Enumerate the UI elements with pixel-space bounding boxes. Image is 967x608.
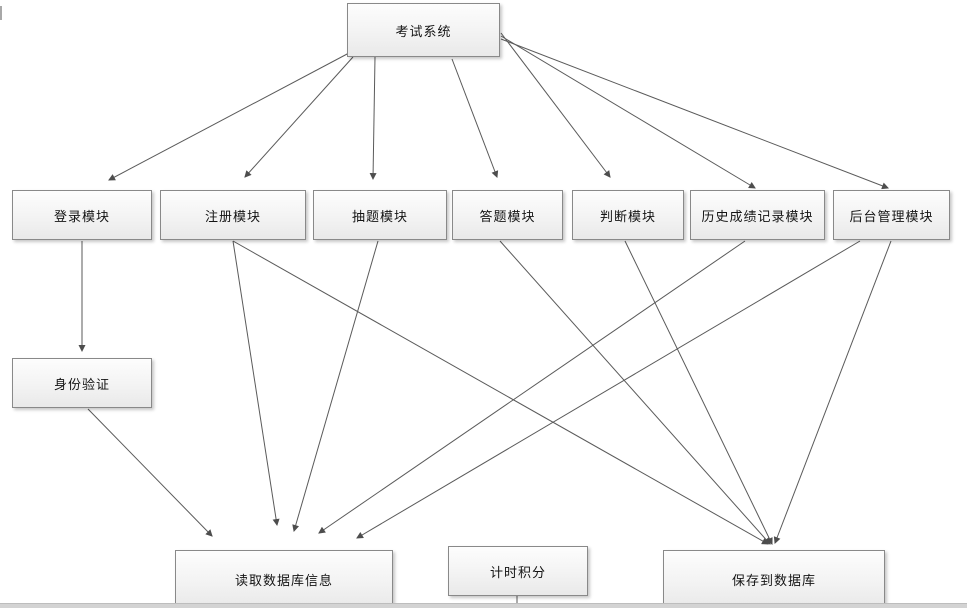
window-left-edge-mark <box>0 6 2 20</box>
connector-register-to-read <box>232 240 280 527</box>
node-identity-verification: 身份验证 <box>12 358 152 408</box>
connector-exam-to-judge <box>500 32 611 178</box>
connector-register-to-save <box>232 240 769 545</box>
connector-draw-to-read <box>292 240 379 533</box>
connector-exam-to-history <box>500 35 756 189</box>
connector-exam-to-admin <box>500 38 889 190</box>
node-exam-system: 考试系统 <box>347 3 500 57</box>
node-read-database-info: 读取数据库信息 <box>175 550 393 608</box>
connector-auth-to-read <box>87 408 213 537</box>
connector-answer-to-save <box>499 240 771 545</box>
node-answer-module: 答题模块 <box>452 190 563 240</box>
connector-admin-to-read <box>356 240 861 539</box>
connector-exam-to-answer <box>451 58 499 178</box>
connector-judge-to-save <box>624 240 773 545</box>
connector-admin-to-save <box>773 240 892 544</box>
node-history-score-module: 历史成绩记录模块 <box>690 190 825 240</box>
connector-exam-to-login <box>108 52 350 181</box>
node-save-to-database: 保存到数据库 <box>663 550 885 608</box>
node-backend-admin-module: 后台管理模块 <box>833 190 950 240</box>
node-question-draw-module: 抽题模块 <box>313 190 447 240</box>
node-register-module: 注册模块 <box>160 190 306 240</box>
window-bottom-edge <box>0 603 967 608</box>
node-login-module: 登录模块 <box>12 190 152 240</box>
node-timing-score: 计时积分 <box>448 546 588 596</box>
connector-history-to-read <box>318 240 746 534</box>
connector-exam-to-register <box>244 56 354 178</box>
connector-exam-to-draw <box>369 56 377 181</box>
node-judge-module: 判断模块 <box>572 190 684 240</box>
